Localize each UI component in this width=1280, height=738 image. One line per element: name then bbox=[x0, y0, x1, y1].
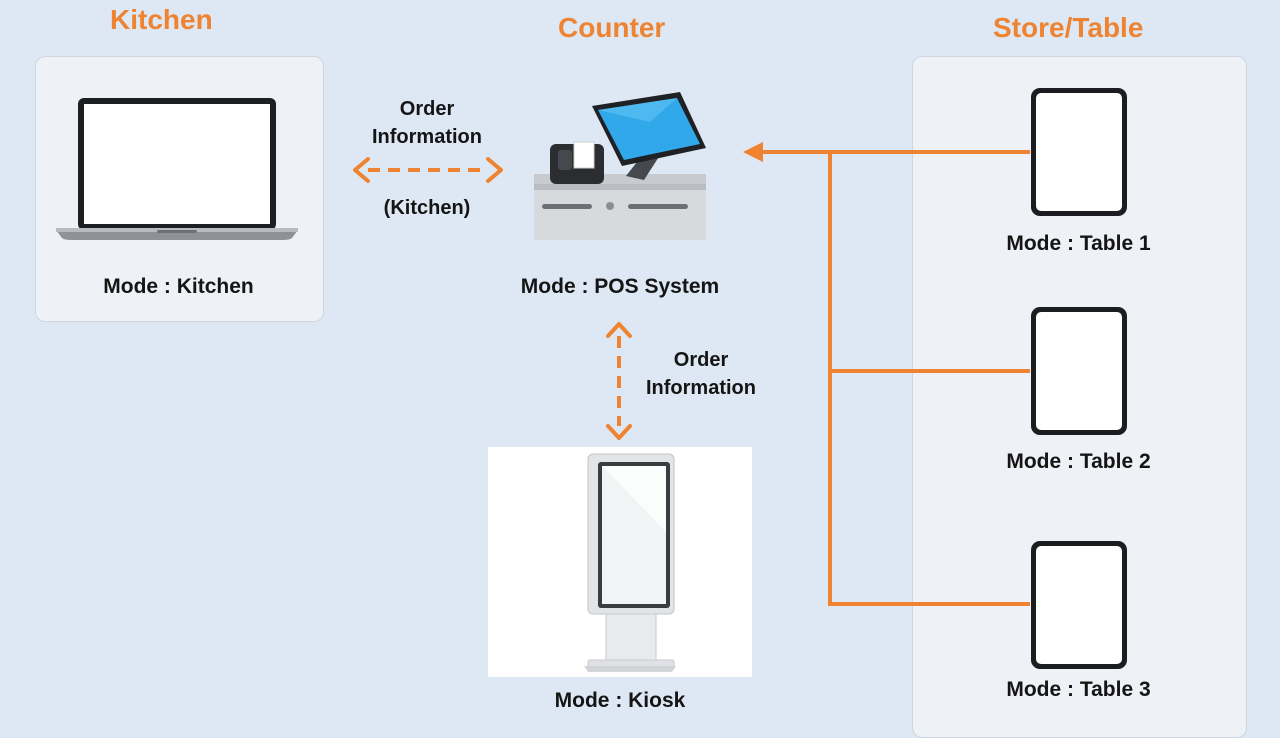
kiosk-flow-line1: Order bbox=[673, 349, 729, 371]
kiosk-arrow-down-head bbox=[606, 424, 632, 440]
counter-section-title: Counter bbox=[558, 12, 666, 43]
store-section-title: Store/Table bbox=[993, 12, 1144, 43]
table3-mode-label: Mode : Table 3 bbox=[1006, 678, 1151, 701]
kitchen-flow-label: Order Information bbox=[342, 95, 512, 151]
kitchen-arrow-left-head bbox=[353, 157, 370, 183]
pos-inbound-arrow-head bbox=[743, 142, 763, 162]
kitchen-mode-label: Mode : Kitchen bbox=[103, 275, 254, 298]
kiosk-icon bbox=[584, 453, 676, 672]
table1-mode-label: Mode : Table 1 bbox=[1006, 232, 1151, 255]
tablet-table3-icon bbox=[1031, 541, 1127, 669]
kitchen-section-title: Kitchen bbox=[110, 4, 213, 35]
kitchen-flow-line2: Information bbox=[372, 126, 482, 148]
kitchen-flow-sub-label: (Kitchen) bbox=[383, 197, 471, 219]
pos-arrow-right-head bbox=[486, 157, 503, 183]
kiosk-flow-line2: Information bbox=[646, 377, 756, 399]
connection-lines bbox=[353, 142, 1030, 606]
laptop-icon bbox=[56, 98, 298, 240]
tablet-table2-icon bbox=[1031, 307, 1127, 435]
pos-terminal-icon bbox=[534, 92, 706, 240]
pos-arrow-up-head bbox=[606, 322, 632, 338]
table2-mode-label: Mode : Table 2 bbox=[1006, 450, 1151, 473]
tablet-table1-icon bbox=[1031, 88, 1127, 216]
kiosk-flow-label: Order Information bbox=[628, 346, 774, 402]
kiosk-mode-label: Mode : Kiosk bbox=[554, 689, 686, 712]
pos-mode-label: Mode : POS System bbox=[520, 275, 720, 298]
kitchen-flow-line1: Order bbox=[399, 98, 455, 120]
